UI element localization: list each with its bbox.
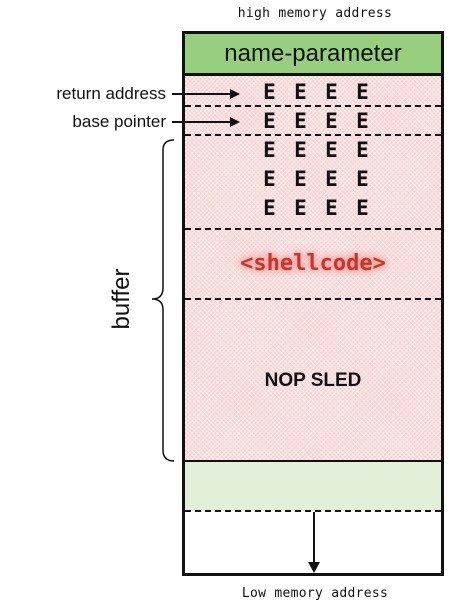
shellcode-top-divider [185,228,441,230]
return-address-label: return address [56,84,166,103]
low-memory-caption: Low memory address [241,586,389,601]
shellcode-bottom-divider [185,298,441,300]
e-char: E [263,109,276,133]
base-pointer-divider [185,134,441,136]
base-pointer-label: base pointer [72,112,166,131]
name-parameter-cell: name-parameter [182,31,444,76]
e-char: E [263,167,276,191]
e-char: E [325,167,338,191]
high-memory-caption: high memory address [237,6,393,21]
name-parameter-label: name-parameter [224,39,402,67]
e-char: E [356,80,369,104]
buffer-label: buffer [108,268,135,330]
base-pointer-arrow [172,117,240,127]
e-char: E [263,138,276,162]
e-char: E [356,196,369,220]
e-char: E [294,109,307,133]
lower-divider [185,510,441,512]
e-char: E [294,138,307,162]
nop-sled-label: NOP SLED [264,370,362,391]
e-char: E [325,138,338,162]
return-address-arrow [172,89,240,99]
e-char: E [294,80,307,104]
down-arrow [308,512,320,573]
e-char: E [356,109,369,133]
buffer-bottom-line [185,460,441,462]
e-char: E [294,196,307,220]
e-char: E [325,196,338,220]
buffer-brace [151,139,175,462]
buffer-region [185,76,441,461]
e-char: E [356,138,369,162]
e-char: E [356,167,369,191]
e-char: E [263,80,276,104]
shellcode-label: <shellcode> [240,251,386,276]
e-char: E [263,196,276,220]
lower-stack-region [185,461,441,511]
e-char: E [294,167,307,191]
e-char: E [325,80,338,104]
e-char: E [325,109,338,133]
return-address-divider [185,105,441,107]
